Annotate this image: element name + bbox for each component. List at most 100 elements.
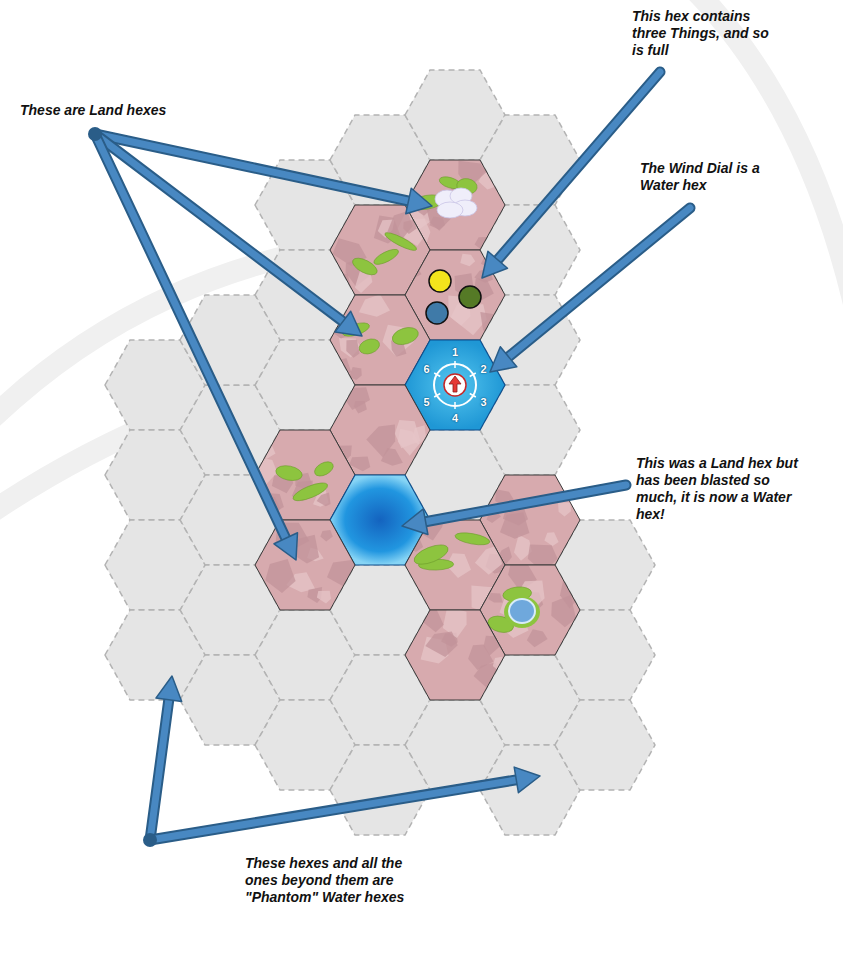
dial-number: 4 [452,412,458,424]
grass-patch [383,230,418,253]
rock-patch [317,591,331,604]
arrow-shaft [95,134,287,541]
arrow-head [514,767,540,793]
arrow-shaft-outline [496,72,660,262]
rock-patch [558,503,571,517]
pond-water [509,599,535,623]
dial-ring [434,364,476,406]
land-hex [255,520,364,610]
rock-texture [334,387,426,471]
dial-tick [470,394,476,398]
grass-patch [390,325,420,348]
dial-tick [454,402,456,409]
rock-texture [421,606,503,688]
thing-token [429,270,451,292]
rock-patch [265,559,295,593]
arrow-head [335,311,362,336]
arrow-shaft-outline [150,697,169,840]
dial-number: 3 [481,396,487,408]
arrow-shaft [150,697,169,840]
hex-border [255,520,355,610]
arrow-head [406,188,432,213]
rock-patch [359,294,390,317]
arrow-head [490,347,517,372]
phantom-hex [105,520,205,610]
phantom-hex [555,700,655,790]
cloud-part [437,202,463,218]
grass-patch [275,464,304,483]
wind-pointer [449,376,461,392]
rock-patch [339,338,361,357]
cloud-puff [435,188,477,218]
rock-patch [330,358,351,380]
callout-text: This hex contains three Things, and so i… [632,8,772,59]
dial-number: 6 [423,363,429,375]
grass-patch [291,479,330,504]
rock-patch [400,586,426,618]
rock-patch [460,254,475,267]
land-hex [480,558,582,655]
thing-token [426,302,448,324]
phantom-hex [105,430,205,520]
dial-number: 1 [452,346,458,358]
rock-patch [407,264,421,278]
grass-patch [372,246,401,267]
hex-border [405,610,505,700]
arrow-origin [88,127,102,141]
hex-border [405,520,505,610]
rock-patch [327,560,364,588]
grass-patch [312,459,335,479]
callout-text: These are Land hexes [20,102,166,119]
arrow-shaft-outline [95,134,287,541]
dial-tick [434,394,440,398]
rock-patch [484,636,501,656]
arrow-shaft [423,485,626,522]
grass-patch [412,541,451,568]
rock-patch [331,273,351,296]
dial-tick [470,373,476,377]
arrow-shaft [496,72,660,262]
rock-patch [488,593,503,603]
rock-patch [475,546,502,575]
callout-arrow [95,134,298,560]
rock-texture [486,558,582,647]
rock-patch [258,442,275,459]
arrow-head [482,251,508,278]
rock-patch [422,610,444,633]
arrow-head [402,509,428,535]
arrow-shaft-outline [423,485,626,522]
background-swoosh [0,0,843,520]
pond-rim [504,596,540,628]
things [426,270,481,324]
rock-patch [480,312,503,339]
arrow-head [274,533,298,560]
callout-arrow [95,134,362,336]
callout-arrow [150,767,540,840]
callout-arrow [482,72,660,278]
callout-arrow [150,676,182,840]
callout-text: The Wind Dial is a Water hex [640,160,790,194]
rock-patch [544,532,558,546]
arrow-shaft [506,208,690,359]
grass-patch [454,531,491,547]
rock-patch [295,535,319,564]
rock-patch [406,539,423,552]
phantom-water-hexes [105,70,655,835]
land-hex [405,606,505,700]
dial-number: 5 [423,396,429,408]
arrow-shaft [150,779,519,840]
callout-arrow [490,208,690,372]
callout-arrows [88,72,690,847]
rock-patch [345,387,370,410]
dial-number: 2 [481,363,487,375]
callout-arrow [402,485,626,535]
rock-patch [493,657,503,672]
rock-patch [527,629,548,647]
rock-patch [346,340,359,358]
dial-tick [454,361,456,368]
arrow-shaft-outline [506,208,690,359]
arrow-shaft [95,134,345,323]
callout-text: These hexes and all the ones beyond them… [245,855,417,906]
arrow-shaft-outline [150,779,519,840]
